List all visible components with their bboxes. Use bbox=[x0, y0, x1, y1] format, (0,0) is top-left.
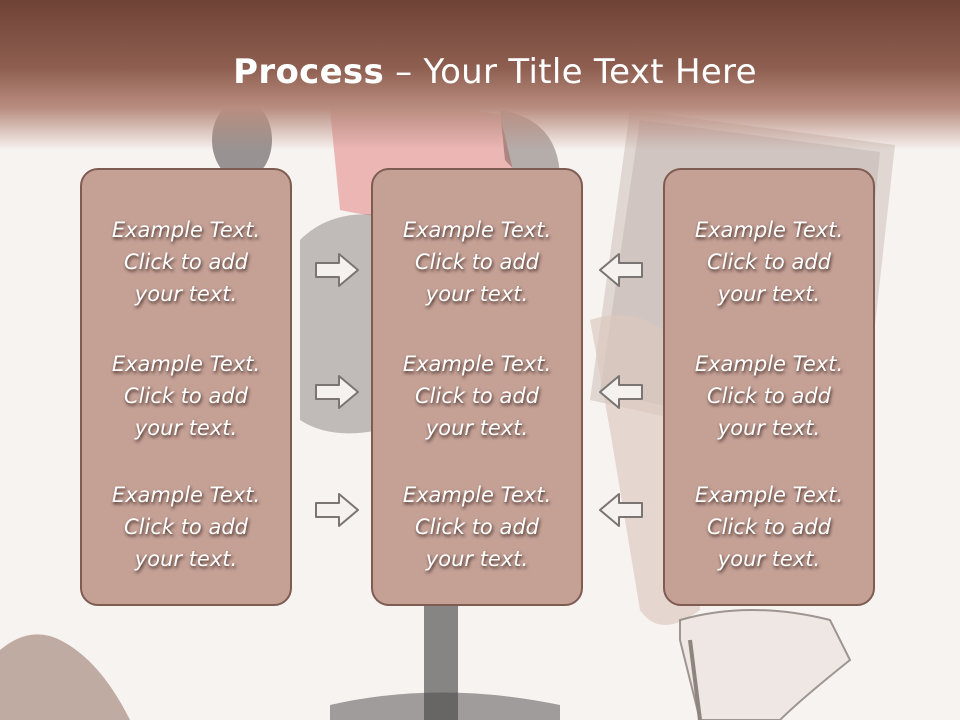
left-arrow-icon[interactable] bbox=[598, 374, 644, 410]
text-line: your text. bbox=[717, 547, 821, 571]
text-line: Example Text. bbox=[402, 483, 552, 507]
left-arrow-icon[interactable] bbox=[598, 252, 644, 288]
text-line: your text. bbox=[134, 547, 238, 571]
title-bar bbox=[0, 0, 960, 150]
text-line: Example Text. bbox=[694, 352, 844, 376]
text-block[interactable]: Example Text. Click to add your text. bbox=[373, 214, 581, 310]
right-arrow-icon[interactable] bbox=[314, 374, 360, 410]
slide-title[interactable]: Process – Your Title Text Here bbox=[0, 52, 960, 92]
text-block[interactable]: Example Text. Click to add your text. bbox=[82, 214, 290, 310]
text-line: your text. bbox=[717, 282, 821, 306]
text-block[interactable]: Example Text. Click to add your text. bbox=[665, 214, 873, 310]
text-line: Click to add bbox=[123, 515, 248, 539]
text-line: Click to add bbox=[706, 515, 831, 539]
text-line: Example Text. bbox=[402, 218, 552, 242]
process-box-center[interactable]: Example Text. Click to add your text. Ex… bbox=[371, 168, 583, 606]
text-block[interactable]: Example Text. Click to add your text. bbox=[82, 348, 290, 444]
title-rest: Your Title Text Here bbox=[423, 52, 757, 92]
text-line: Example Text. bbox=[694, 218, 844, 242]
text-line: Example Text. bbox=[111, 352, 261, 376]
title-dash: – bbox=[384, 52, 424, 92]
text-line: Click to add bbox=[123, 384, 248, 408]
right-arrow-icon[interactable] bbox=[314, 492, 360, 528]
text-line: your text. bbox=[134, 282, 238, 306]
text-line: Example Text. bbox=[694, 483, 844, 507]
process-box-right[interactable]: Example Text. Click to add your text. Ex… bbox=[663, 168, 875, 606]
text-line: your text. bbox=[425, 547, 529, 571]
text-line: Click to add bbox=[123, 250, 248, 274]
text-block[interactable]: Example Text. Click to add your text. bbox=[373, 479, 581, 575]
right-arrow-icon[interactable] bbox=[314, 252, 360, 288]
text-block[interactable]: Example Text. Click to add your text. bbox=[373, 348, 581, 444]
text-line: Click to add bbox=[706, 384, 831, 408]
text-line: Example Text. bbox=[111, 218, 261, 242]
text-line: Click to add bbox=[414, 515, 539, 539]
text-line: your text. bbox=[425, 416, 529, 440]
text-line: Click to add bbox=[414, 250, 539, 274]
text-line: your text. bbox=[134, 416, 238, 440]
text-line: Example Text. bbox=[402, 352, 552, 376]
left-arrow-icon[interactable] bbox=[598, 492, 644, 528]
text-line: Click to add bbox=[706, 250, 831, 274]
text-block[interactable]: Example Text. Click to add your text. bbox=[82, 479, 290, 575]
text-block[interactable]: Example Text. Click to add your text. bbox=[665, 348, 873, 444]
text-line: your text. bbox=[425, 282, 529, 306]
text-line: Example Text. bbox=[111, 483, 261, 507]
process-box-left[interactable]: Example Text. Click to add your text. Ex… bbox=[80, 168, 292, 606]
text-block[interactable]: Example Text. Click to add your text. bbox=[665, 479, 873, 575]
title-bold: Process bbox=[233, 52, 385, 92]
text-line: your text. bbox=[717, 416, 821, 440]
text-line: Click to add bbox=[414, 384, 539, 408]
